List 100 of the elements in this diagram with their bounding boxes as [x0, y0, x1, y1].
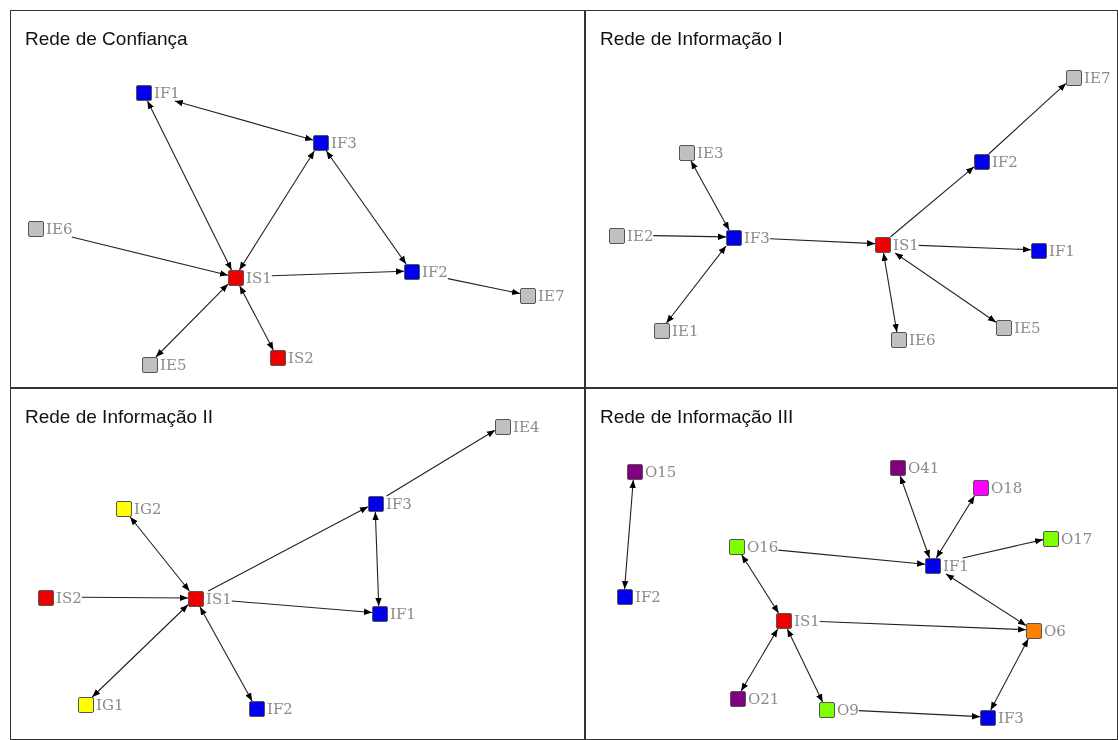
network-node [973, 480, 1023, 496]
arrow [71, 236, 229, 277]
network-node [980, 710, 1024, 726]
network-node [617, 589, 661, 605]
network-node [372, 606, 416, 622]
node-label: IF3 [386, 496, 412, 512]
node-label: IF2 [992, 154, 1018, 170]
node-label: O18 [991, 480, 1023, 496]
network-node [1066, 70, 1111, 86]
node-label: O6 [1044, 623, 1066, 639]
node-label: IS1 [794, 613, 820, 629]
arrow [740, 628, 779, 692]
arrow [819, 620, 1027, 633]
arrow [207, 506, 369, 592]
node-label: IE7 [1084, 70, 1111, 86]
arrow [990, 638, 1029, 711]
arrow [899, 475, 931, 559]
network-panel [585, 388, 1118, 740]
arrow [786, 628, 824, 703]
node-label: IF2 [267, 701, 293, 717]
network-node [1031, 243, 1075, 259]
node-label: IG1 [96, 697, 124, 713]
arrow [777, 549, 926, 567]
node-label: IE4 [513, 419, 540, 435]
network-node [996, 320, 1041, 336]
arrow [271, 268, 405, 277]
network-node [368, 496, 412, 512]
node-label: IS1 [246, 270, 272, 286]
arrow [199, 606, 253, 702]
network-node [627, 464, 677, 480]
node-label: O9 [837, 702, 859, 718]
network-node [520, 288, 565, 304]
network-node [726, 230, 770, 246]
network-node [1026, 623, 1066, 639]
node-label: IG2 [134, 501, 162, 517]
network-node [116, 501, 162, 517]
panel-title: Rede de Confiança [25, 27, 188, 51]
node-label: IF2 [635, 589, 661, 605]
arrow [238, 150, 315, 271]
network-node [270, 350, 314, 366]
network-panel [10, 388, 585, 740]
network-node [142, 357, 187, 373]
node-label: IF1 [943, 558, 969, 574]
arrow [386, 429, 496, 497]
network-node [313, 135, 357, 151]
arrow [231, 600, 373, 615]
node-label: IE3 [697, 145, 724, 161]
arrow [174, 100, 314, 141]
arrow [129, 516, 190, 592]
arrow [665, 245, 727, 324]
arrow [741, 554, 780, 614]
node-label: IE7 [538, 288, 565, 304]
arrow [372, 511, 382, 607]
arrow [239, 285, 274, 351]
node-label: IE5 [1014, 320, 1041, 336]
arrow [81, 594, 189, 602]
node-label: O17 [1061, 531, 1093, 547]
arrow [769, 238, 876, 247]
network-node [28, 221, 73, 237]
panel-title: Rede de Informação II [25, 405, 213, 429]
node-label: IE1 [672, 323, 699, 339]
arrow [447, 278, 521, 296]
arrow [962, 538, 1044, 559]
node-label: IS2 [56, 590, 82, 606]
panel-title: Rede de Informação III [600, 405, 794, 429]
node-label: IE6 [909, 332, 936, 348]
network-node [249, 701, 293, 717]
arrow [881, 252, 899, 333]
arrow [935, 495, 975, 559]
network-node [730, 691, 780, 707]
node-label: IF2 [422, 264, 448, 280]
node-label: IF1 [154, 85, 180, 101]
network-node [679, 145, 724, 161]
network-node [78, 697, 124, 713]
arrow [146, 100, 233, 271]
network-node [495, 419, 540, 435]
panel-title: Rede de Informação I [600, 27, 783, 51]
node-label: O15 [645, 464, 677, 480]
network-panel [585, 10, 1118, 388]
node-label: IS2 [288, 350, 314, 366]
network-node [404, 264, 448, 280]
node-label: IS1 [206, 591, 232, 607]
arrow [858, 710, 981, 720]
network-node [925, 558, 969, 574]
node-label: IE2 [627, 228, 654, 244]
network-node [228, 270, 272, 286]
network-node [654, 323, 699, 339]
node-label: IS1 [893, 237, 919, 253]
network-node [890, 460, 940, 476]
network-node [136, 85, 180, 101]
node-label: O41 [908, 460, 940, 476]
node-label: IF1 [390, 606, 416, 622]
arrow [889, 166, 975, 238]
node-label: IF1 [1049, 243, 1075, 259]
network-node [609, 228, 654, 244]
network-node [875, 237, 919, 253]
network-node [974, 154, 1018, 170]
arrow [155, 283, 229, 358]
arrow [945, 573, 1027, 627]
arrow [325, 150, 407, 265]
